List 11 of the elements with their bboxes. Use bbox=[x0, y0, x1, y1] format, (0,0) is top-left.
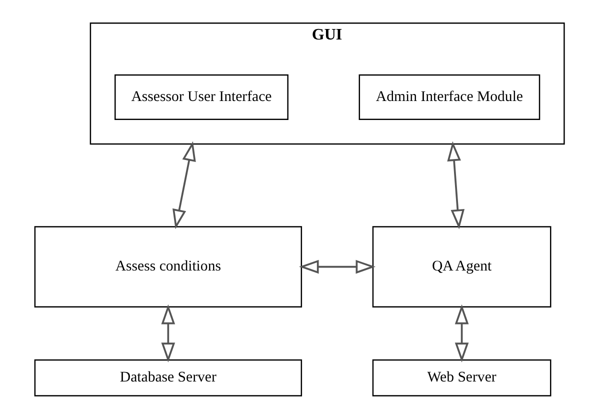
node-box: Assessor User Interface bbox=[114, 74, 288, 120]
arrow bbox=[454, 304, 468, 362]
node-box: Admin Interface Module bbox=[358, 74, 540, 120]
node-box: Assess conditions bbox=[34, 226, 302, 308]
arrow bbox=[446, 141, 464, 230]
node-box: Database Server bbox=[34, 359, 302, 396]
arrow bbox=[160, 304, 175, 362]
node-box: QA Agent bbox=[372, 226, 551, 308]
arrow bbox=[298, 260, 376, 274]
arrow bbox=[172, 141, 196, 230]
node-box: Web Server bbox=[372, 359, 551, 396]
